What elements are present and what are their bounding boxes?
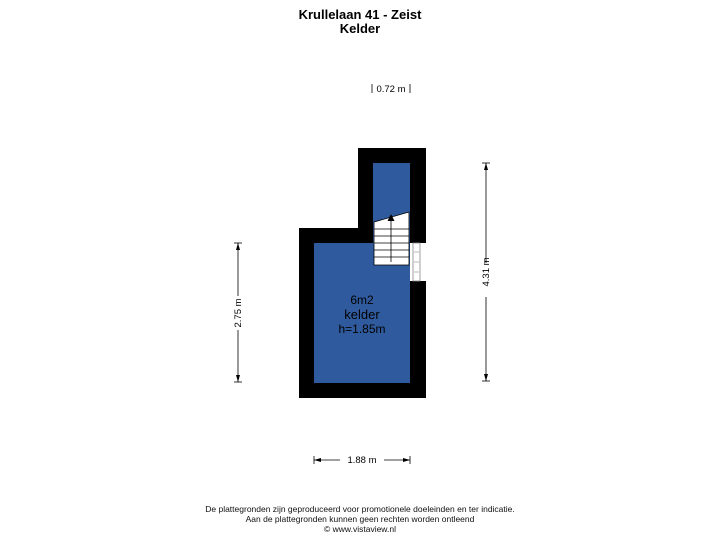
disclaimer-line-2: Aan de plattegronden kunnen geen rechten… [245,514,475,524]
dimension-left-label: 2.75 m [233,298,244,327]
dimension-bottom: 1.88 m [313,455,411,466]
stair-direction-arrow [387,214,395,221]
room-area-label: 6m2 [350,293,374,307]
dimension-left: 2.75 m [233,242,244,383]
room-name-label: kelder [344,307,380,322]
dimension-right: 4.31 m [481,162,492,382]
staircase [373,211,410,266]
dimension-top: 0.72 m [371,84,411,95]
disclaimer-line-1: De plattegronden zijn geproduceerd voor … [205,504,515,514]
dimension-right-label: 4.31 m [481,257,492,286]
disclaimer-line-3: © www.vistaview.nl [324,524,396,534]
plan-title: Krullelaan 41 - Zeist [298,7,422,22]
room-height-label: h=1.85m [338,322,385,336]
room-floor [314,163,410,383]
plan-subtitle: Kelder [339,21,381,36]
dimension-bottom-label: 1.88 m [347,455,376,466]
dimension-top-label: 0.72 m [376,84,405,95]
